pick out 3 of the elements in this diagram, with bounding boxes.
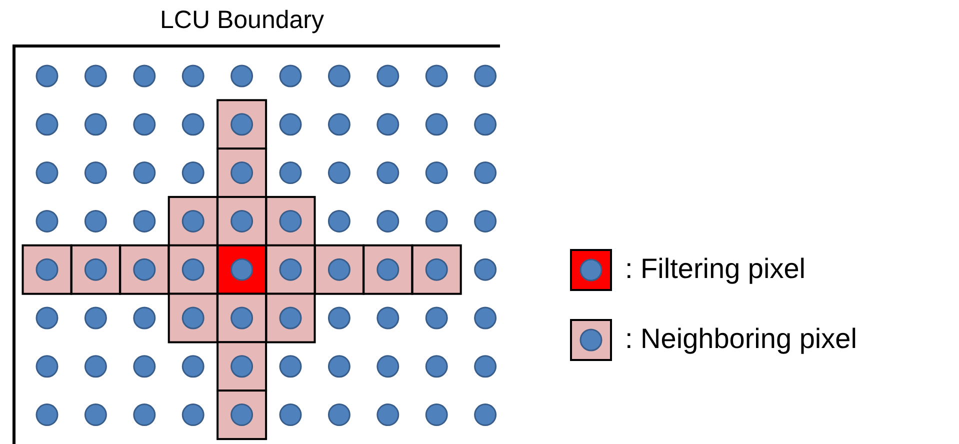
legend-label: : Neighboring pixel	[625, 323, 857, 355]
legend-label: : Filtering pixel	[625, 253, 806, 285]
boundary-label: LCU Boundary	[160, 6, 324, 35]
